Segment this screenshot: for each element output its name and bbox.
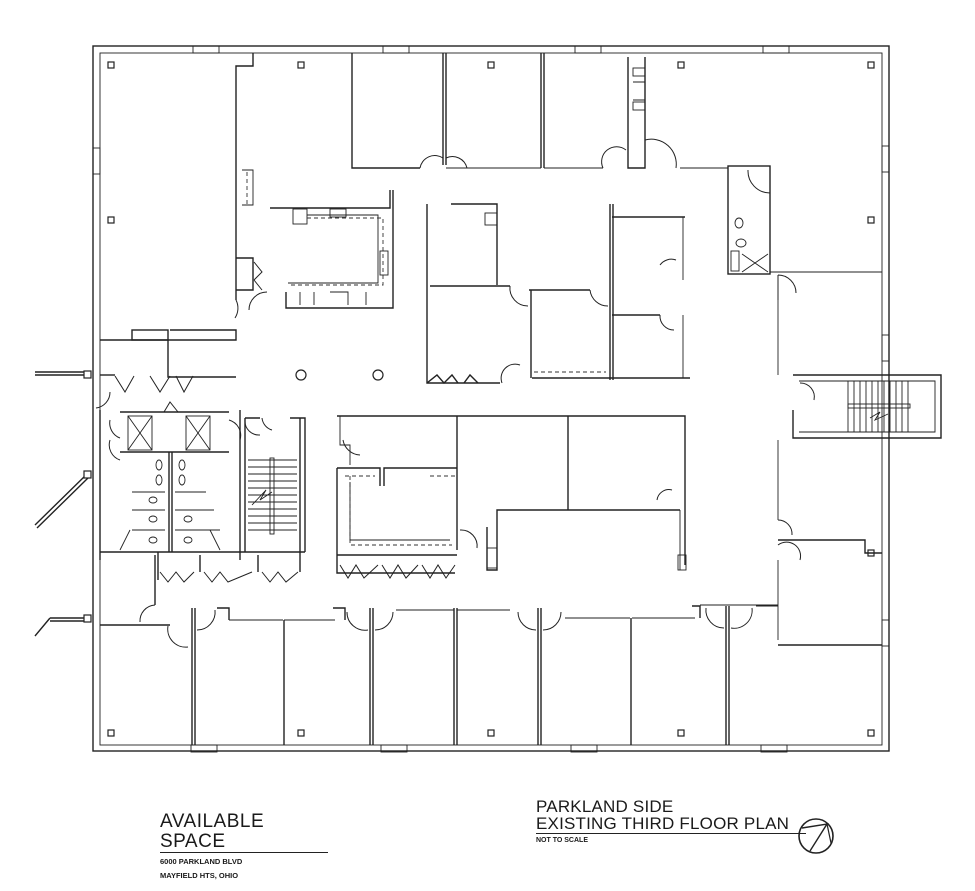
scale-note: NOT TO SCALE [536,837,588,844]
columns [107,61,875,737]
core-restrooms-elevators [95,329,306,583]
address-line-1: 6000 PARKLAND BLVD [160,857,243,866]
address-line-2: MAYFIELD HTS, OHIO [160,871,239,880]
interior-walls-south-center [336,415,687,579]
exterior-canopy [34,370,92,637]
title-block-available-space: AVAILABLE SPACE 6000 PARKLAND BLVD MAYFI… [160,812,328,881]
title-block-plan-name: PARKLAND SIDE EXISTING THIRD FLOOR PLAN … [536,798,806,844]
exterior-wall [92,45,890,753]
interior-walls-south-offices [100,555,778,745]
plan-title-line-1: PARKLAND SIDE [536,797,674,816]
interior-walls-center [426,203,690,385]
plan-title-line-2: EXISTING THIRD FLOOR PLAN [536,815,806,834]
east-stair [700,374,942,646]
interior-walls-north [234,53,882,375]
available-space-heading: AVAILABLE SPACE [160,812,328,853]
north-arrow-icon [798,818,834,854]
